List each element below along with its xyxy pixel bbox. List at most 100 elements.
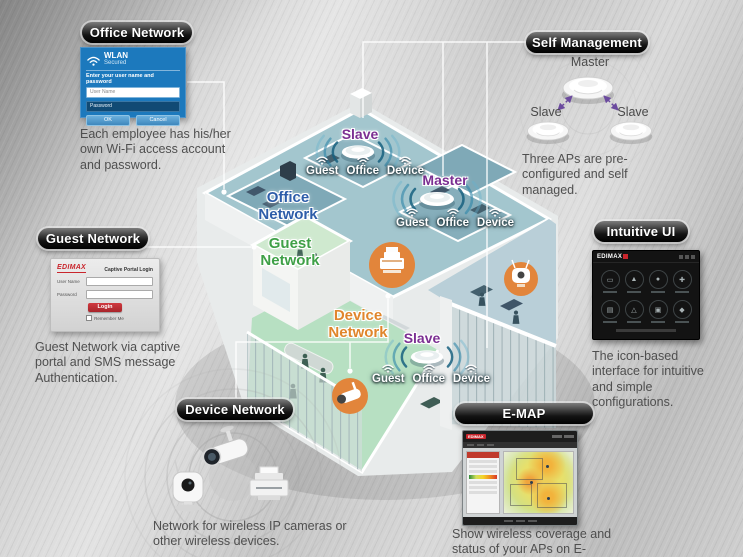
building-label-device-network: Device Network: [322, 307, 394, 341]
device-label-line1: Device: [333, 307, 383, 324]
caption-self-management: Three APs are pre-configured and self ma…: [522, 152, 628, 197]
client-row-top: Guest Office Device: [306, 154, 424, 177]
ui-grid-icon: △: [624, 300, 644, 319]
window-buttons: [679, 254, 695, 259]
status-bar: [463, 517, 577, 525]
emap-sidebar: [466, 451, 500, 514]
caption-office-network: Each employee has his/her own Wi-Fi acce…: [80, 127, 231, 172]
client-guest-label: Guest: [306, 165, 339, 177]
ui-grid-icon: ▣: [648, 300, 668, 319]
building-label-slave-top: Slave: [341, 126, 379, 142]
client-device-label: Device: [476, 217, 514, 229]
ui-grid-icon: ▭: [600, 270, 620, 289]
caption-intuitive-ui: The icon-based interface for intuitive a…: [592, 349, 704, 409]
client-office: Office: [346, 154, 379, 177]
ap-marker: [546, 464, 550, 468]
captive-portal-panel: EDIMAX Captive Portal Login User Name Pa…: [50, 258, 160, 332]
ptz-camera: [172, 459, 204, 512]
connector-lines: [145, 41, 526, 398]
client-row-middle: Guest Office Device: [396, 206, 514, 229]
remember-label: Remember Me: [94, 315, 124, 321]
toolbar: [463, 442, 577, 448]
building-label-master: Master: [422, 172, 468, 188]
wlan-title: WLAN: [104, 51, 128, 60]
building-label-guest-network: Guest Network: [256, 235, 324, 269]
slave-ap-left-label: Slave: [530, 105, 562, 119]
client-device-label: Device: [452, 373, 490, 385]
client-guest: Guest: [372, 362, 405, 385]
ui-grid-icon: ▲: [624, 270, 644, 289]
password-label: Password: [57, 292, 77, 297]
building-label-slave-bottom: Slave: [403, 330, 441, 346]
client-guest: Guest: [396, 206, 429, 229]
ui-grid-item[interactable]: ◆: [670, 300, 694, 323]
ui-grid-icon: ◆: [672, 300, 692, 319]
pill-self-management: Self Management: [526, 32, 648, 53]
intuitive-ui-screenshot: EDIMAX ▭ ▲ ● ✚ ▤ △ ▣ ◆: [592, 250, 700, 340]
slave-ap-left: [526, 121, 570, 145]
client-row-bottom: Guest Office Device: [372, 362, 490, 385]
slave-ap-right-label: Slave: [617, 105, 649, 119]
edimax-logo: EDIMAX: [57, 264, 87, 273]
caption-device-network: Network for wireless IP cameras or other…: [153, 519, 347, 549]
caption-emap: Show wireless coverage and status of you…: [452, 527, 612, 557]
ui-grid-item[interactable]: ✚: [670, 270, 694, 293]
username-field[interactable]: User Name: [86, 87, 180, 99]
guest-room: [249, 214, 354, 330]
coverage-heatmap[interactable]: [503, 451, 574, 514]
password-input[interactable]: [86, 290, 153, 299]
client-device: Device: [387, 154, 424, 177]
client-guest: Guest: [306, 154, 339, 177]
ui-grid-item[interactable]: △: [622, 300, 646, 323]
pill-device-network: Device Network: [177, 399, 293, 420]
ui-grid-item[interactable]: ▲: [622, 270, 646, 293]
password-field[interactable]: Password: [86, 101, 180, 113]
building-label-office-network: Office Network: [258, 189, 318, 223]
printer: [249, 466, 289, 500]
connector-dots: [221, 189, 391, 374]
edimax-logo: EDIMAX: [466, 434, 486, 439]
bullet-camera-icon: [332, 378, 368, 414]
footer-bar: [616, 329, 676, 332]
wlan-login-panel: WLAN Secured Enter your user name and pa…: [80, 47, 186, 127]
client-office: Office: [412, 362, 445, 385]
client-office-label: Office: [412, 373, 446, 385]
sidebar-header: [467, 452, 499, 458]
ui-grid-item[interactable]: ●: [646, 270, 670, 293]
client-guest-label: Guest: [372, 373, 405, 385]
cancel-button[interactable]: Cancel: [136, 115, 180, 127]
client-device-label: Device: [386, 165, 424, 177]
client-device: Device: [477, 206, 514, 229]
glass-wall: [440, 296, 557, 430]
wifi-icon: [87, 56, 100, 66]
ui-grid-item[interactable]: ▭: [598, 270, 622, 293]
caption-guest-network: Guest Network via captive portal and SMS…: [35, 340, 181, 385]
login-prompt: Enter your user name and password: [86, 73, 154, 86]
emap-screenshot: EDIMAX: [462, 430, 578, 526]
ap-marker: [529, 480, 533, 484]
ap-marker: [547, 496, 551, 500]
username-input[interactable]: [86, 277, 153, 286]
ui-grid-item[interactable]: ▤: [598, 300, 622, 323]
ui-grid-item[interactable]: ▣: [646, 300, 670, 323]
device-network-cluster: [124, 368, 342, 557]
pill-office-network: Office Network: [82, 22, 192, 43]
client-office: Office: [436, 206, 469, 229]
ok-button[interactable]: OK: [86, 115, 130, 127]
master-ap: [561, 76, 615, 105]
guest-label-line1: Guest: [268, 235, 312, 252]
portal-title: Captive Portal Login: [104, 267, 153, 273]
pill-emap: E-MAP: [455, 403, 593, 424]
device-label-line2: Network: [328, 323, 388, 341]
wlan-status: Secured: [104, 60, 127, 66]
ui-grid-icon: ✚: [672, 270, 692, 289]
login-button[interactable]: Login: [88, 303, 122, 312]
pill-intuitive-ui: Intuitive UI: [594, 221, 688, 242]
slave-ap-right: [609, 121, 653, 145]
brand-red-chip: [623, 254, 629, 259]
bullet-camera: [202, 425, 249, 467]
client-office-label: Office: [436, 217, 470, 229]
guest-label-line2: Network: [260, 251, 320, 269]
remember-checkbox[interactable]: [86, 315, 93, 321]
ui-grid-icon: ▤: [600, 300, 620, 319]
